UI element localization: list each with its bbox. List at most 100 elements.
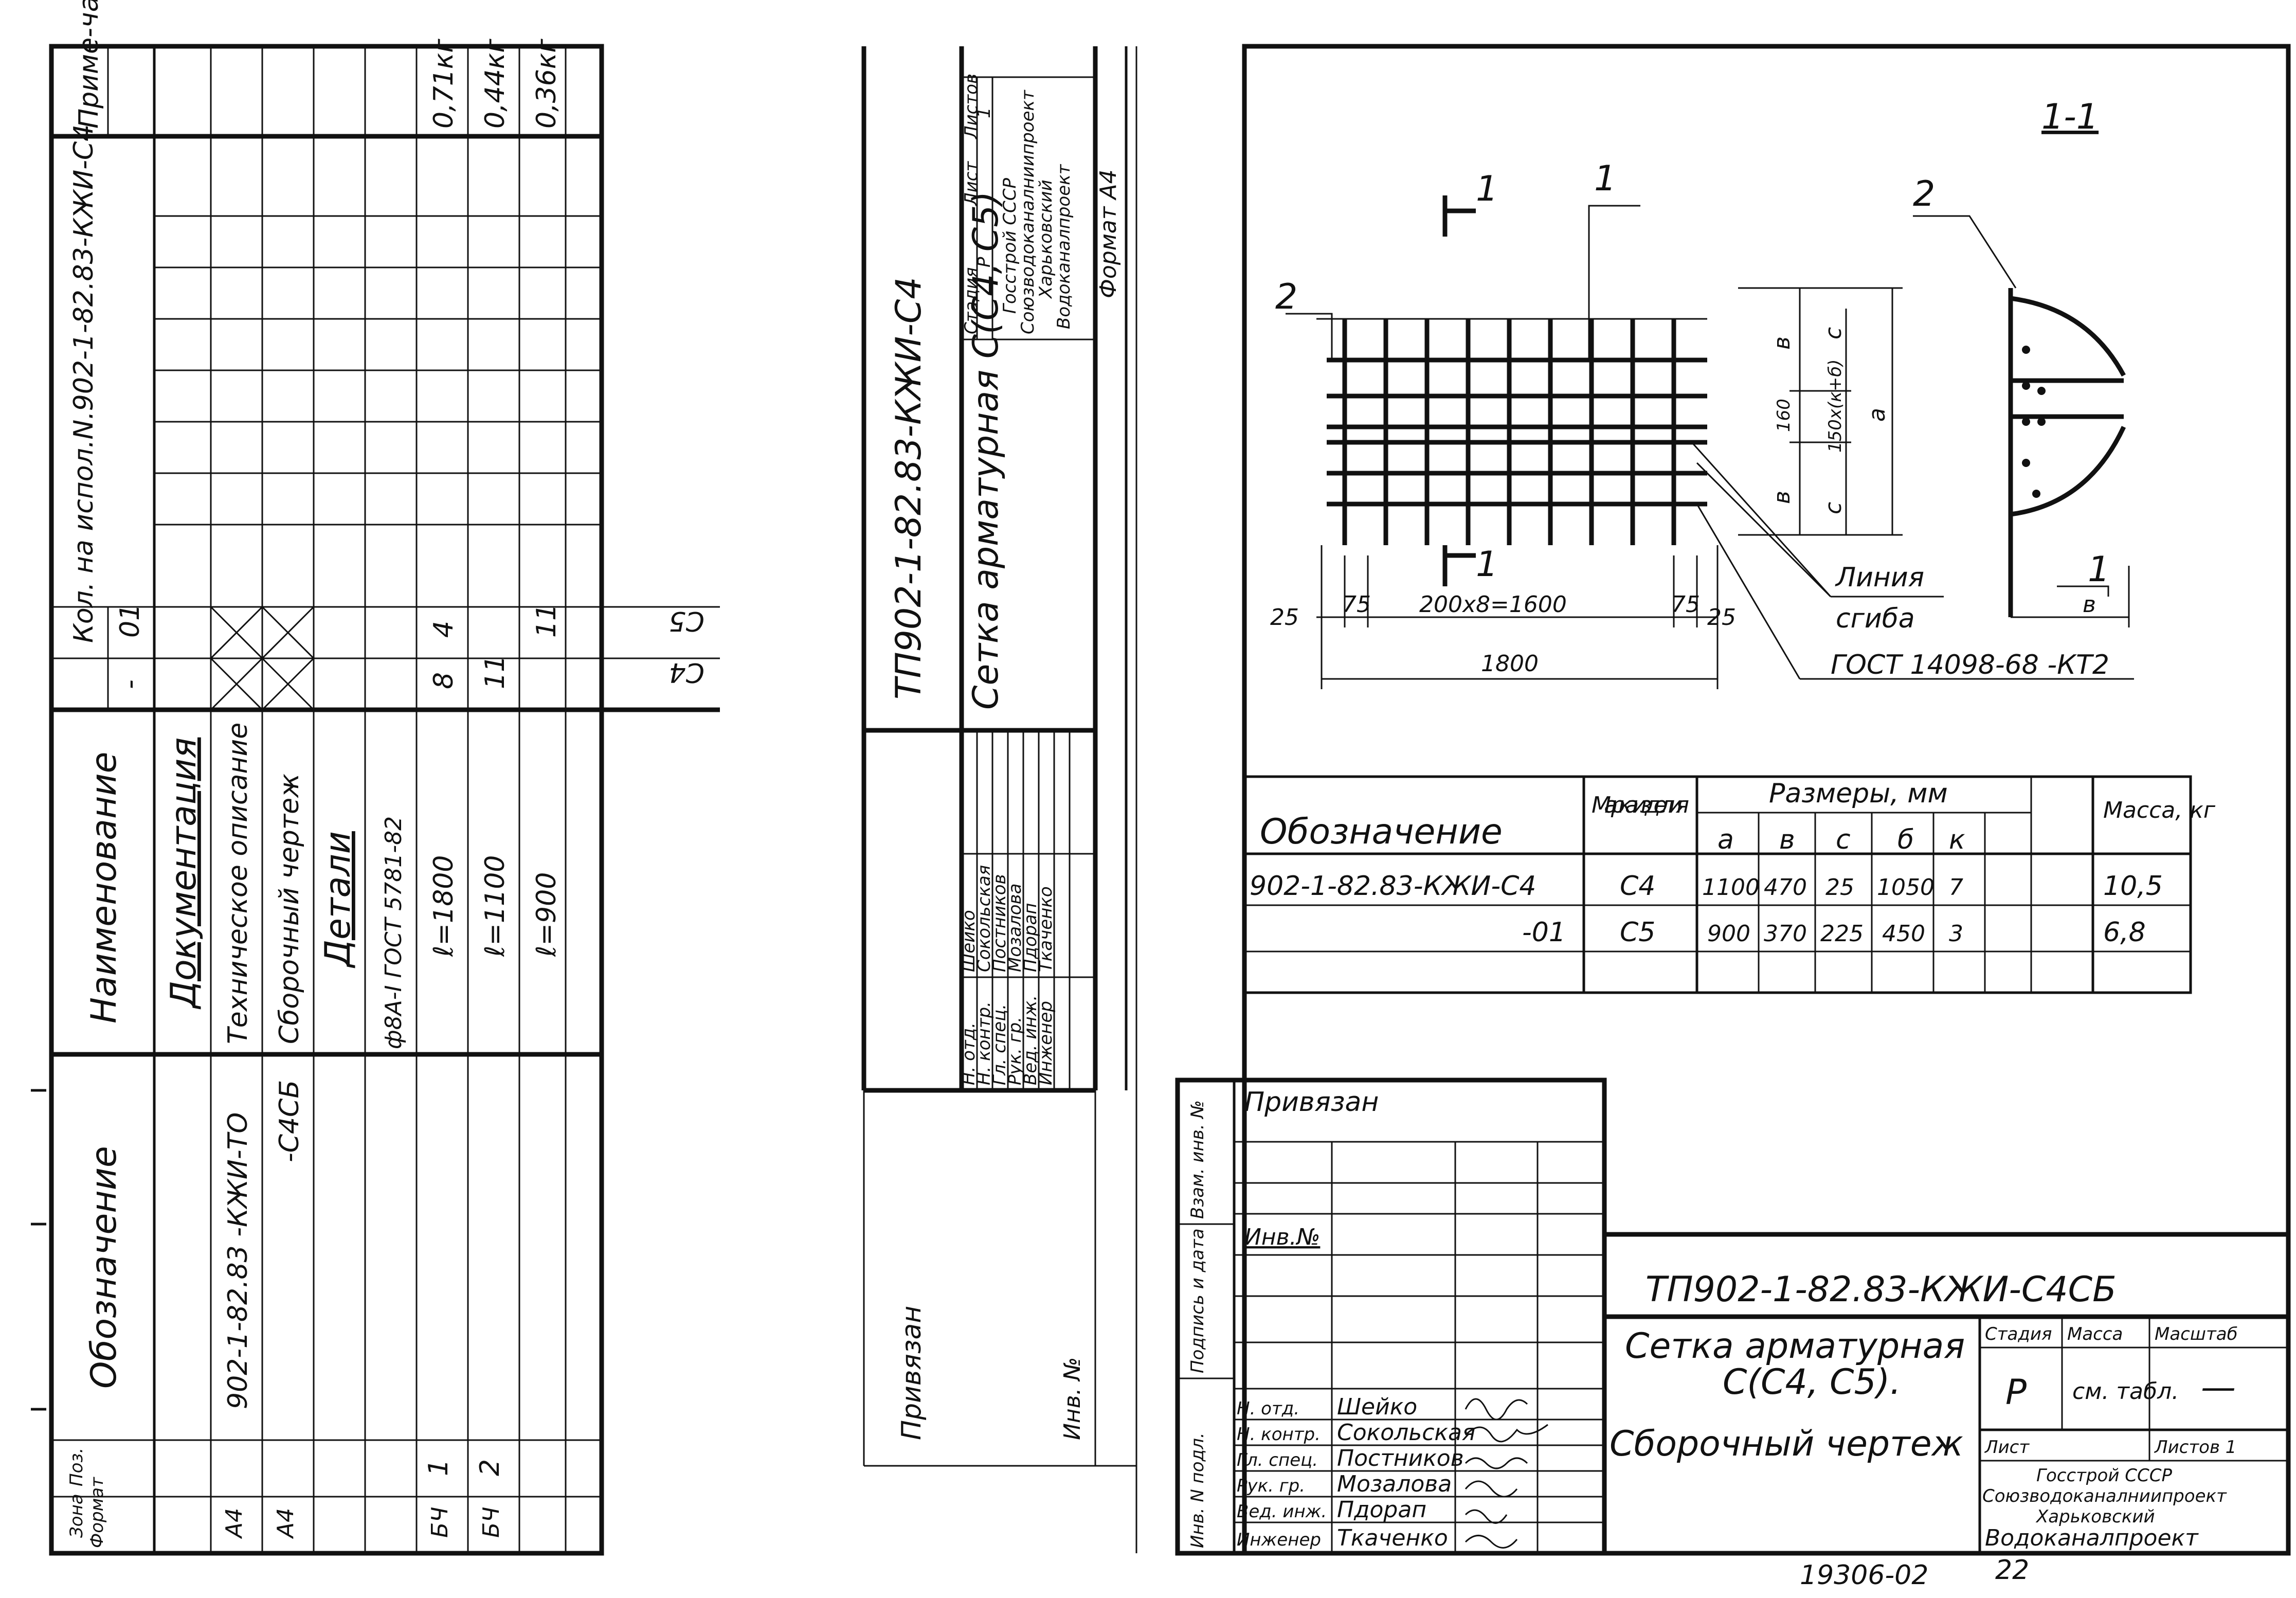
spec-row-5-name: ℓ=1100 (480, 855, 511, 957)
tb-mass-value: см. табл. (2072, 1378, 2179, 1405)
spec-row-1-name: Техническое описание (223, 723, 254, 1044)
middle-format: Формат А4 (1095, 169, 1122, 298)
table-row: 902-1-82.83-КЖИ-С4 С4 1100 470 25 1050 7… (1250, 871, 2163, 902)
tb-code: ТП902-1-82.83-КЖИ-С4СБ (1646, 1269, 2117, 1310)
middle-stage-label: Стадия (961, 267, 982, 334)
footer-number: 19306-02 (1800, 1560, 1928, 1591)
mid-role-5: Вед. инж. (1020, 995, 1041, 1085)
tb-person-4: Мозалова (1337, 1471, 1452, 1497)
dim-main: 200х8=1600 (1419, 591, 1567, 618)
tb-org-4: Водоканалпроект (1985, 1525, 2199, 1551)
table-row-1-c: 25 (1825, 874, 1854, 901)
table-row-2-k: 3 (1949, 921, 1963, 947)
middle-title-code: ТП902-1-82.83-КЖИ-С4 (889, 277, 929, 699)
middle-org-4: Водоканалпроект (1054, 164, 1074, 329)
bend-line-label-2: сгиба (1836, 603, 1915, 634)
tb-role-5: Вед. инж. (1237, 1501, 1327, 1522)
mid-inv-label: Инв. № (1059, 1357, 1086, 1440)
sizes-table: Обозначение Марка изделия Размеры, мм Ма… (1243, 775, 2216, 994)
tb-bound: Привязан (1244, 1087, 1379, 1118)
table-sub-k: к (1949, 824, 1965, 855)
mid-role-4: Рук. гр. (1005, 1017, 1025, 1085)
tb-person-6: Ткаченко (1337, 1525, 1448, 1551)
table-row: -01 С5 900 370 225 450 3 6,8 (1522, 917, 2146, 948)
spec-header-name: Наименование (84, 752, 124, 1024)
spec-row-1-designation: 902-1-82.83 -КЖИ-ТО (223, 1112, 254, 1409)
spec-row-6-name: ℓ=900 (531, 872, 562, 957)
mid-person-1: Шейко (959, 910, 979, 972)
vdim-a: а (1864, 408, 1890, 422)
mid-person-6: Ткаченко (1036, 886, 1056, 972)
table-row-1-a: 1100 (1702, 874, 1760, 901)
tb-sheets-label: Листов 1 (2154, 1437, 2236, 1458)
tb-name-2: С(С4, С5). (1723, 1362, 1901, 1403)
middle-sheet-label: Лист (961, 161, 982, 207)
vdim-150k: 150х(к+б) (1825, 359, 1846, 453)
spec-row-2-designation: -С4СБ (274, 1080, 305, 1162)
left-label-format: Формат (87, 1477, 107, 1548)
section-dim-b: в (2083, 591, 2096, 618)
table-row-1-b: 470 (1764, 874, 1807, 901)
pos-1: 1 (423, 1459, 454, 1476)
mid-role-2: Н. контр. (974, 1001, 995, 1085)
mid-person-4: Мозалова (1005, 884, 1025, 972)
table-row-2-b: 370 (1764, 921, 1807, 947)
format-bch-2: БЧ (478, 1507, 504, 1538)
vdim-b-top: в (1769, 336, 1795, 350)
tb-scale-label: Масштаб (2155, 1324, 2238, 1344)
dim-75-right: 75 (1671, 591, 1700, 618)
exec-header-base: - (115, 679, 146, 689)
middle-org-2: Союзводоканалниипроект (1018, 89, 1038, 334)
tb-scale-value: — (2201, 1367, 2236, 1408)
table-sub-c: с (1836, 824, 1851, 855)
section-parts: Детали (318, 831, 358, 968)
signatures (1465, 1398, 1548, 1549)
pos-2: 2 (475, 1459, 505, 1476)
tb-org-1: Госстрой СССР (2036, 1465, 2172, 1486)
tb-role-2: Н. контр. (1237, 1424, 1321, 1445)
table-row-2-mass: 6,8 (2103, 917, 2146, 948)
tb-org-2: Союзводоканалниипроект (1982, 1486, 2227, 1506)
footer-page: 22 (1995, 1555, 2029, 1586)
section-pos-1: 1 (2088, 549, 2110, 590)
spec-frame (49, 44, 604, 1556)
table-header-mark: Марка изделия (1592, 792, 1689, 818)
section-pos-2: 2 (1913, 174, 1935, 214)
section-detail: 2 1 в (1913, 174, 2130, 627)
left-label-zone: Зона (66, 1494, 87, 1538)
dim-total: 1800 (1481, 651, 1539, 677)
vdim-b-bot: в (1769, 491, 1795, 504)
mesh-pos-1: 1 (1594, 158, 1616, 199)
spec-row-6-qty2: 11 (531, 604, 562, 638)
middle-stage-value: Р (974, 257, 995, 267)
tb-side-label-3: Взам. инв. № (1187, 1100, 1208, 1219)
tb-side-label-2: Подпись и дата (1187, 1228, 1208, 1373)
tb-mass-label: Масса (2067, 1324, 2123, 1344)
bend-line-label-1: Линия (1835, 562, 1924, 593)
vdim-c-bot: с (1820, 502, 1847, 514)
table-row-2-d: 450 (1882, 921, 1925, 947)
tb-stage-label: Стадия (1985, 1324, 2052, 1344)
middle-org-1: Госстрой СССР (1000, 178, 1020, 314)
tb-sheet-label: Лист (1984, 1437, 2030, 1458)
tb-inv: Инв.№ (1244, 1224, 1320, 1250)
format-a4-1: А4 (221, 1508, 247, 1539)
tb-person-1: Шейко (1337, 1394, 1417, 1420)
table-header-designation: Обозначение (1260, 812, 1503, 852)
middle-title-name: Сетка арматурная С(С4, С5) (966, 191, 1006, 710)
format-a4-2: А4 (273, 1508, 299, 1539)
spec-row-4-note: 0,71кг (428, 39, 459, 129)
mid-person-5: Пдорап (1020, 903, 1041, 972)
table-row-1-designation: 902-1-82.83-КЖИ-С4 (1250, 871, 1536, 902)
tb-person-2: Сокольская (1337, 1420, 1475, 1446)
format-bch-1: БЧ (427, 1507, 453, 1538)
table-row-1-mark: С4 (1620, 871, 1655, 902)
mesh-plan: 2 1 1 1 25 75 200х8=1600 75 25 1800 в с … (1270, 158, 2134, 689)
tb-role-3: Гл. спец. (1237, 1450, 1318, 1470)
dim-25-right: 25 (1707, 604, 1736, 631)
cut-mark-top: 1 (1476, 169, 1498, 209)
exec-header-01: 01 (115, 604, 146, 638)
tb-name-3: Сборочный чертеж (1610, 1424, 1963, 1464)
mid-person-2: Сокольская (974, 865, 995, 972)
